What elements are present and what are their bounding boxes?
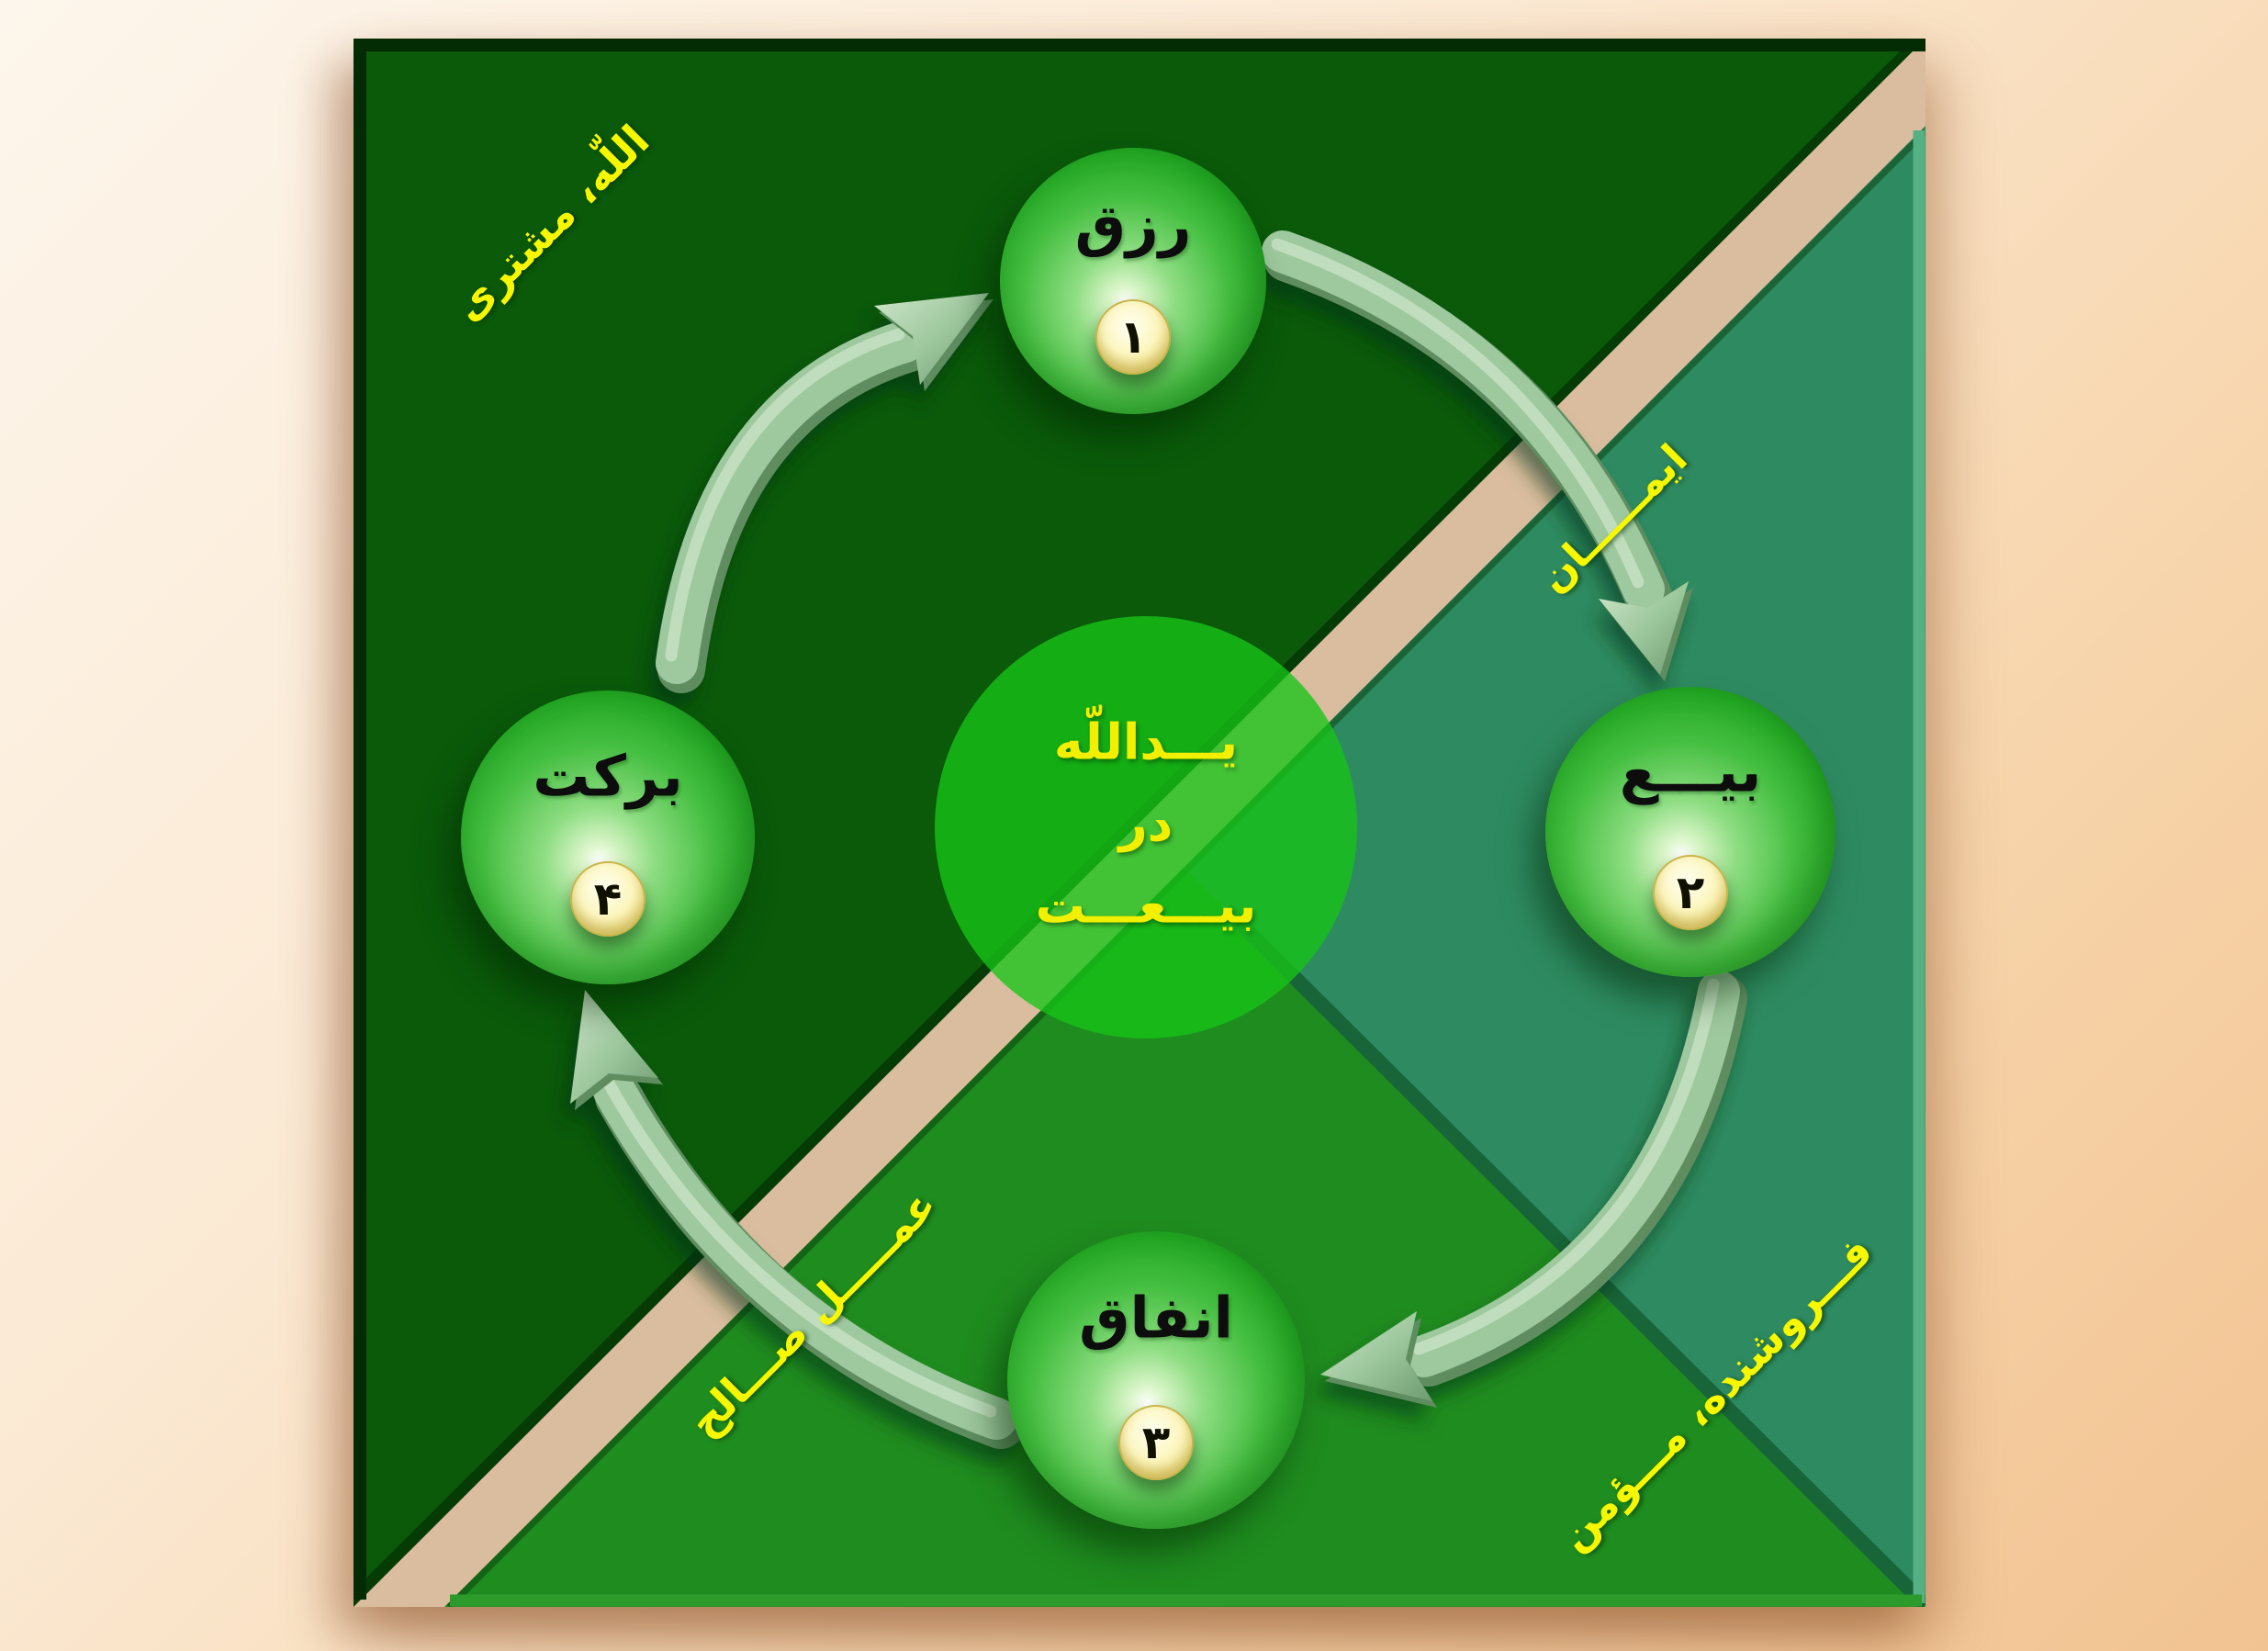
center-text-line3: بيـــعـــت xyxy=(1035,876,1257,935)
arrow-bay-to-infaq xyxy=(1320,971,1747,1408)
node-bay-number-badge: ۲ xyxy=(1653,855,1728,931)
node-infaq-number: ۳ xyxy=(1141,1416,1171,1470)
node-barakat-label: برکت xyxy=(533,742,683,810)
node-rizq-label: رزق xyxy=(1074,191,1192,259)
arrowhead-to-infaq xyxy=(1320,1311,1432,1401)
cycle-diagram-card: اللّه، مشتری ايمــــــان عمـــــل صـــال… xyxy=(354,39,1926,1607)
arrowhead-to-bay xyxy=(1599,581,1689,675)
center-circle-overlay xyxy=(935,616,1357,1039)
node-infaq-number-badge: ۳ xyxy=(1118,1405,1194,1481)
node-bay: بيـــع ۲ xyxy=(1545,687,1836,977)
arrowhead-to-rizq xyxy=(874,293,989,385)
region-teal-triangle xyxy=(1140,39,1926,1607)
arrow-rizq-to-bay xyxy=(1262,230,1693,681)
node-bay-label: بيـــع xyxy=(1619,737,1762,805)
node-rizq-number-badge: ۱ xyxy=(1095,298,1171,375)
node-barakat-number-badge: ۴ xyxy=(570,861,646,938)
arrowhead-to-barakat xyxy=(570,990,658,1104)
node-rizq-number: ۱ xyxy=(1118,309,1148,364)
node-infaq-label: انفاق xyxy=(1079,1284,1233,1352)
region-grass-green-triangle xyxy=(354,823,1926,1607)
arrow-infaq-to-barakat xyxy=(570,990,1025,1449)
node-barakat: برکت ۴ xyxy=(461,691,755,984)
diagram-background xyxy=(354,39,1926,1607)
node-barakat-number: ۴ xyxy=(593,872,623,927)
center-text-line1: يـــداللّه xyxy=(1053,713,1239,771)
node-bay-number: ۲ xyxy=(1676,866,1705,920)
arrow-barakat-to-rizq xyxy=(656,293,994,693)
center-text-line2: در xyxy=(1118,794,1173,853)
center-circle-text: يـــداللّه در بيـــعـــت xyxy=(1036,701,1257,946)
node-infaq: انفاق ۳ xyxy=(1007,1231,1305,1529)
node-rizq: رزق ۱ xyxy=(1000,148,1266,414)
